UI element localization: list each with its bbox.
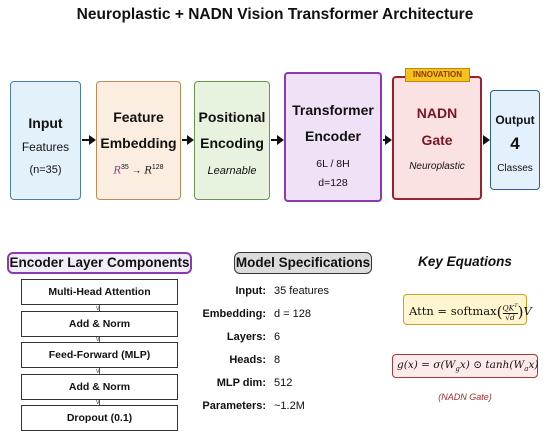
- positional-sub: Learnable: [207, 165, 257, 177]
- formula-base-2: R: [144, 165, 152, 177]
- nadn-gate-equation: g(x) = σ(Wgx) ⊙ tanh(Wax): [397, 359, 538, 373]
- transformer-title-2: Encoder: [304, 128, 361, 144]
- eq1-numerator-sup: T: [514, 303, 518, 309]
- layer-connector: [99, 400, 100, 405]
- attention-equation-box: Attn = softmax(QKT√d)V: [403, 294, 532, 325]
- transformer-sub-2: d=128: [318, 177, 348, 189]
- spec-value-parameters: ~1.2M: [274, 400, 305, 412]
- formula-exp-1: 35: [120, 164, 129, 171]
- spec-value-layers: 6: [274, 331, 281, 343]
- arrow-positional-transformer: [271, 135, 284, 145]
- nadn-gate-caption: (NADN Gate): [438, 392, 492, 402]
- input-line1: Features: [21, 140, 70, 154]
- layer-add-norm-1: Add & Norm: [21, 311, 178, 337]
- feature-embedding-box: Feature Embedding R35 → R128: [96, 81, 181, 200]
- eq2-part-3: x): [528, 359, 539, 371]
- diagram-title: Neuroplastic + NADN Vision Transformer A…: [76, 6, 474, 23]
- arrow-input-feature: [82, 135, 96, 145]
- layer-multi-head-attention: Multi-Head Attention: [21, 279, 178, 305]
- arrow-feature-positional: [182, 135, 194, 145]
- output-sub: Classes: [497, 163, 533, 174]
- eq1-numerator: QK: [502, 303, 515, 313]
- eq2-part-1: g(x) = σ(W: [397, 359, 456, 371]
- input-title: Input: [28, 115, 63, 131]
- nadn-title-2: Gate: [421, 132, 453, 148]
- layer-connector: [99, 305, 100, 311]
- formula-base-1: R: [113, 165, 121, 177]
- nadn-gate-box: NADN Gate Neuroplastic: [392, 76, 482, 200]
- feature-title-2: Embedding: [100, 135, 177, 151]
- layer-connector: [99, 337, 100, 342]
- layer-dropout: Dropout (0.1): [21, 405, 178, 431]
- spec-label-mlp-dim: MLP dim:: [216, 377, 266, 389]
- feature-formula: R35 → R128: [97, 164, 180, 176]
- spec-label-parameters: Parameters:: [202, 400, 266, 412]
- connector-arrowhead-icon: v: [96, 368, 100, 375]
- connector-arrowhead-icon: v: [96, 336, 100, 343]
- transformer-encoder-box: Transformer Encoder 6L / 8H d=128: [284, 72, 382, 202]
- eq1-lhs: Attn = softmax: [409, 303, 497, 318]
- innovation-badge: INNOVATION: [405, 68, 470, 82]
- eq2-sub-a: a: [524, 365, 529, 374]
- positional-encoding-box: Positional Encoding Learnable: [194, 81, 270, 200]
- spec-label-layers: Layers:: [226, 331, 266, 343]
- connector-arrowhead-icon: v: [96, 305, 100, 312]
- formula-arrow: →: [131, 165, 142, 177]
- eq1-rhs: V: [523, 303, 532, 318]
- output-value: 4: [510, 134, 520, 153]
- spec-label-embedding: Embedding:: [202, 308, 266, 320]
- nadn-title-1: NADN: [416, 105, 458, 121]
- nadn-sub: Neuroplastic: [409, 161, 465, 172]
- specs-heading: Model Specifications: [234, 252, 372, 274]
- layer-feed-forward: Feed-Forward (MLP): [21, 342, 178, 368]
- spec-label-heads: Heads:: [229, 354, 266, 366]
- encoder-heading: Encoder Layer Components: [7, 252, 192, 274]
- spec-value-heads: 8: [274, 354, 281, 366]
- transformer-title-1: Transformer: [292, 102, 374, 118]
- layer-add-norm-2: Add & Norm: [21, 374, 178, 400]
- feature-title-1: Feature: [113, 109, 164, 125]
- output-title: Output: [495, 113, 535, 127]
- positional-title-1: Positional: [198, 109, 266, 125]
- spec-value-embedding: d = 128: [274, 308, 312, 320]
- eq2-part-2: x) ⊙ tanh(W: [459, 359, 525, 371]
- arrow-nadn-output: [483, 135, 490, 145]
- spec-label-input: Input:: [235, 285, 266, 297]
- layer-connector: [99, 368, 100, 374]
- transformer-sub-1: 6L / 8H: [316, 158, 350, 170]
- attention-equation: Attn = softmax(QKT√d)V: [409, 302, 532, 322]
- input-box: Input Features (n=35): [10, 81, 81, 200]
- connector-arrowhead-icon: v: [96, 399, 100, 406]
- arrow-transformer-nadn: [383, 135, 392, 145]
- positional-title-2: Encoding: [200, 135, 264, 151]
- eq1-denominator: √d: [505, 312, 515, 322]
- input-line2: (n=35): [29, 164, 62, 176]
- output-box: Output 4 Classes: [490, 90, 540, 190]
- eq2-sub-g: g: [455, 365, 460, 374]
- formula-exp-2: 128: [151, 164, 164, 171]
- spec-value-input: 35 features: [274, 285, 330, 297]
- nadn-gate-equation-box: g(x) = σ(Wgx) ⊙ tanh(Wax): [392, 354, 538, 378]
- spec-value-mlp-dim: 512: [274, 377, 293, 389]
- equations-heading: Key Equations: [418, 254, 512, 269]
